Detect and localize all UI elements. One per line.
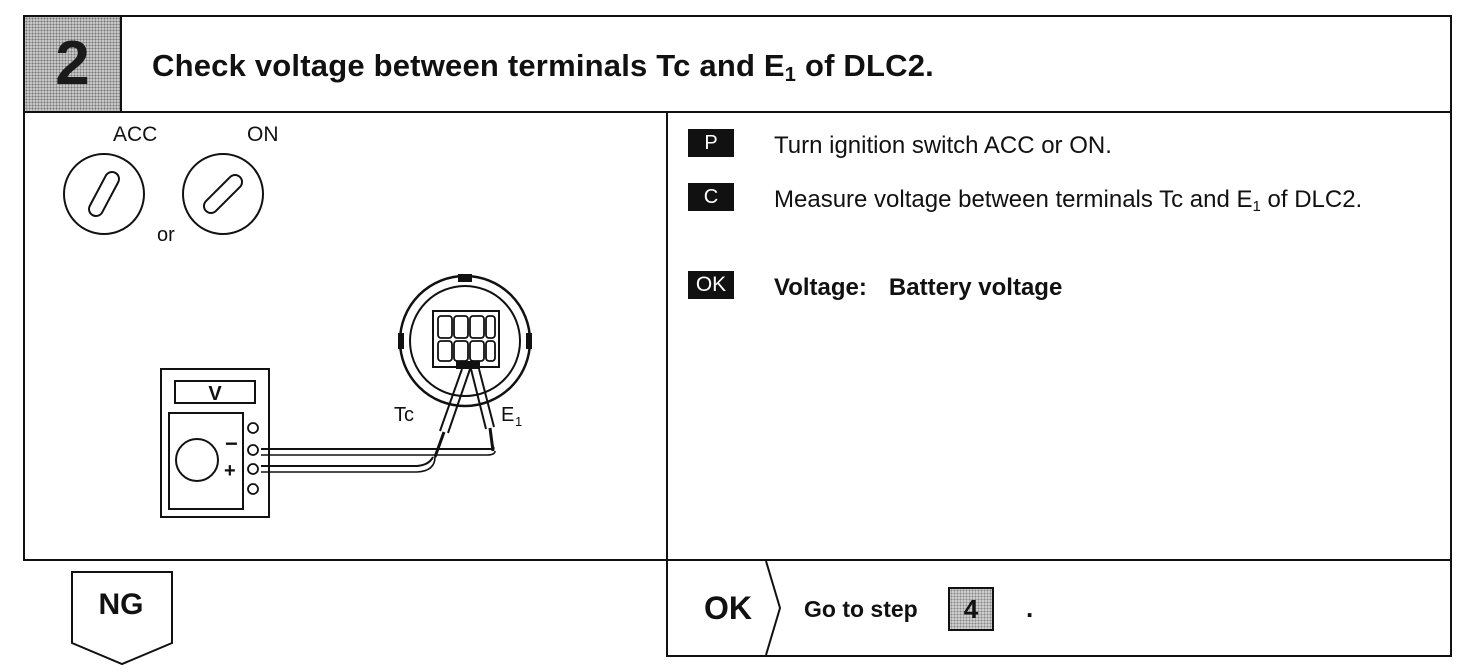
- instruction-c-subscript: 1: [1252, 198, 1261, 215]
- ok-criteria-value: Battery voltage: [888, 274, 1063, 301]
- title-subscript: 1: [784, 64, 797, 86]
- ng-arrow-icon: [71, 571, 173, 666]
- goto-step-link[interactable]: 4: [948, 587, 994, 631]
- ng-result: NG: [70, 571, 174, 672]
- chevron-right-icon: [765, 561, 782, 655]
- wiring-illustration: ACC ON or: [63, 123, 532, 518]
- goto-suffix: .: [1026, 593, 1034, 623]
- tag-c-badge: C: [688, 183, 734, 211]
- figure-panel: ACC ON or: [25, 111, 668, 559]
- meter-minus-label: −: [225, 431, 238, 456]
- instruction-ok-row: OK Voltage: Battery voltage: [688, 271, 1062, 304]
- probe-e-subscript: 1: [515, 414, 522, 429]
- tag-p-badge: P: [688, 129, 734, 157]
- title-prefix: Check voltage between terminals Tc and E: [152, 48, 785, 83]
- probe-tc-label: Tc: [394, 404, 414, 426]
- step-number-box: 2: [25, 17, 122, 111]
- acc-label: ACC: [113, 123, 157, 146]
- ok-criteria-label: Voltage:: [774, 274, 867, 301]
- goto-text: Go to step: [804, 596, 918, 622]
- probe-e-label: E: [501, 404, 514, 426]
- ignition-switch-acc-icon: [63, 153, 145, 235]
- dlc2-connector-icon: [398, 274, 532, 408]
- procedure-frame: 2 Check voltage between terminals Tc and…: [23, 15, 1452, 561]
- ng-label: NG: [98, 588, 144, 621]
- probe-tc-icon: [433, 368, 471, 458]
- step-header: 2 Check voltage between terminals Tc and…: [25, 17, 1450, 113]
- ok-result: OK Go to step 4 .: [666, 561, 1452, 657]
- step-title: Check voltage between terminals Tc and E…: [152, 48, 934, 87]
- or-label: or: [157, 224, 175, 246]
- instruction-c-suffix: of DLC2.: [1260, 186, 1363, 213]
- voltmeter-icon: [160, 368, 270, 518]
- instructions-panel: P Turn ignition switch ACC or ON. C Meas…: [668, 111, 1450, 559]
- on-label: ON: [247, 123, 279, 146]
- instruction-c-prefix: Measure voltage between terminals Tc and…: [774, 186, 1253, 213]
- step-number: 2: [55, 29, 90, 98]
- ignition-switch-on-icon: [182, 153, 264, 235]
- probe-e1-icon: [470, 368, 495, 452]
- instruction-p-text: Turn ignition switch ACC or ON.: [774, 132, 1112, 159]
- ok-criteria: Voltage: Battery voltage: [774, 271, 1062, 304]
- instruction-c-row: C Measure voltage between terminals Tc a…: [688, 183, 1450, 223]
- meter-plus-label: +: [224, 460, 236, 482]
- tag-ok-badge: OK: [688, 271, 734, 299]
- title-suffix: of DLC2.: [796, 48, 934, 83]
- instruction-p-row: P Turn ignition switch ACC or ON.: [688, 129, 1464, 162]
- meter-v-label: V: [208, 383, 222, 405]
- instruction-c-text: Measure voltage between terminals Tc and…: [774, 183, 1450, 223]
- ok-result-label: OK: [704, 590, 752, 626]
